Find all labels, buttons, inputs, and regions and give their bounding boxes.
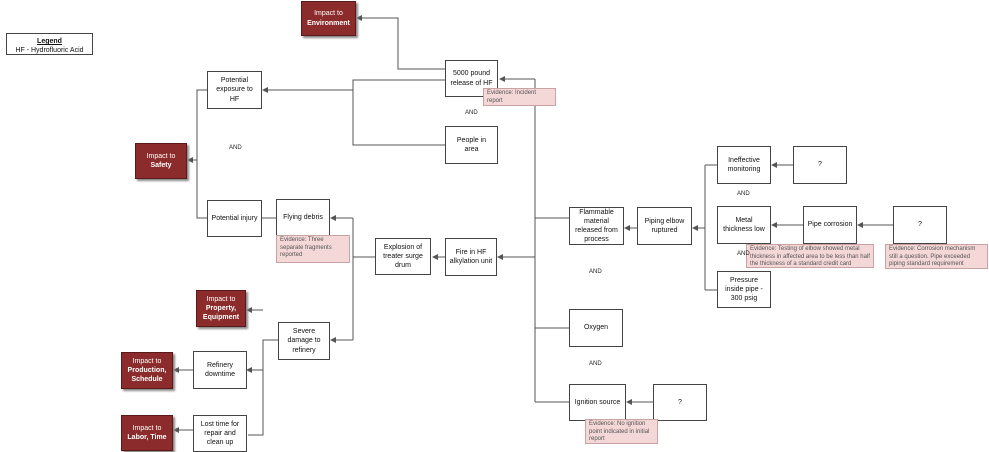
impact-production: Impact to Production, Schedule (121, 352, 173, 389)
evidence-release: Evidence: Incident report (483, 88, 556, 106)
node-thickness-label: Metal thickness low (723, 216, 765, 233)
node-unknown-corrosion-label: ? (918, 221, 922, 229)
legend-box: Legend HF - Hydrofluoric Acid (6, 33, 93, 55)
node-damage: Severe damage to refinery (278, 322, 330, 360)
node-fire: Fire in HF alkylation unit (445, 238, 497, 276)
node-unknown-corrosion: ? (893, 206, 947, 244)
node-injury-label: Potential injury (211, 214, 258, 222)
impact-safety-line1: Impact to (146, 152, 176, 160)
evidence-thickness: Evidence: Testing of elbow showed metal … (746, 244, 874, 268)
node-lost-time: Lost time for repair and clean up (193, 415, 247, 452)
legend-title: Legend (37, 38, 62, 45)
impact-property: Impact to Property, Equipment (196, 290, 246, 327)
node-people-label: People in area (456, 136, 487, 153)
node-debris: Flying debris (276, 199, 330, 236)
node-monitoring: Ineffective monitoring (717, 146, 771, 184)
node-explosion-label: Explosion of treater surge drum (383, 243, 423, 270)
node-unknown-monitoring: ? (793, 146, 847, 184)
impact-labor-line2: Labor, Time (127, 434, 167, 441)
impact-environment-line1: Impact to (314, 10, 343, 18)
node-flammable-label: Flammable material released from process (575, 208, 618, 244)
node-ignition-label: Ignition source (574, 398, 621, 406)
node-unknown-ignition-label: ? (678, 398, 682, 406)
node-hf-release: 5000 pound release of HF (445, 60, 498, 97)
evidence-thickness-text: Evidence: Testing of elbow showed metal … (750, 246, 870, 267)
node-elbow: Piping elbow ruptured (637, 207, 692, 245)
impact-labor: Impact to Labor, Time (121, 415, 173, 451)
impact-safety-line2: Safety (150, 162, 172, 169)
node-unknown-monitoring-label: ? (818, 161, 822, 169)
evidence-release-text: Evidence: Incident report (487, 90, 537, 104)
evidence-ignition: Evidence: No ignition point indicated in… (585, 419, 658, 444)
and-gate-fire-top: AND (589, 269, 602, 275)
node-injury: Potential injury (207, 200, 262, 237)
impact-environment-line2: Environment (307, 19, 350, 27)
impact-property-line2: Property, Equipment (202, 304, 240, 322)
node-elbow-label: Piping elbow ruptured (644, 217, 685, 234)
node-oxygen: Oxygen (569, 309, 623, 347)
node-corrosion-label: Pipe corrosion (807, 221, 853, 229)
node-monitoring-label: Ineffective monitoring (727, 156, 761, 173)
node-damage-label: Severe damage to refinery (287, 328, 321, 354)
and-gate-release: AND (465, 110, 478, 116)
node-pressure: Pressure inside pipe - 300 psig (717, 271, 771, 308)
impact-labor-line1: Impact to (132, 424, 162, 432)
node-hf-release-label: 5000 pound release of HF (450, 70, 493, 87)
evidence-corrosion: Evidence: Corrosion mechanism still a qu… (885, 244, 988, 269)
impact-production-line2: Production, Schedule (127, 366, 167, 384)
node-unknown-ignition: ? (653, 384, 707, 421)
and-gate-elbow-top: AND (737, 191, 750, 197)
impact-safety: Impact to Safety (135, 143, 187, 179)
node-exposure: Potential exposure to HF (207, 71, 262, 109)
node-debris-label: Flying debris (283, 213, 323, 221)
evidence-debris-text: Evidence: Three separate fragments repor… (280, 237, 332, 258)
impact-production-line1: Impact to (132, 357, 162, 365)
node-thickness: Metal thickness low (717, 206, 771, 244)
legend-text: HF - Hydrofluoric Acid (15, 47, 84, 55)
evidence-debris: Evidence: Three separate fragments repor… (276, 235, 350, 263)
and-gate-elbow-mid: AND (737, 251, 750, 257)
evidence-corrosion-text: Evidence: Corrosion mechanism still a qu… (889, 246, 976, 267)
impact-property-line1: Impact to (206, 295, 236, 303)
and-gate-fire-bottom: AND (589, 361, 602, 367)
node-exposure-label: Potential exposure to HF (216, 77, 253, 103)
node-fire-label: Fire in HF alkylation unit (449, 248, 493, 265)
node-downtime: Refinery downtime (193, 351, 247, 389)
node-corrosion: Pipe corrosion (803, 206, 857, 244)
node-downtime-label: Refinery downtime (205, 361, 235, 378)
node-explosion: Explosion of treater surge drum (375, 238, 431, 275)
node-people: People in area (445, 126, 498, 164)
node-oxygen-label: Oxygen (583, 324, 609, 332)
node-ignition: Ignition source (569, 384, 626, 421)
evidence-ignition-text: Evidence: No ignition point indicated in… (589, 421, 650, 442)
and-gate-safety: AND (229, 145, 242, 151)
node-flammable: Flammable material released from process (569, 207, 624, 245)
node-pressure-label: Pressure inside pipe - 300 psig (725, 276, 763, 303)
node-lost-time-label: Lost time for repair and clean up (200, 420, 240, 447)
impact-environment: Impact to Environment (301, 1, 356, 36)
